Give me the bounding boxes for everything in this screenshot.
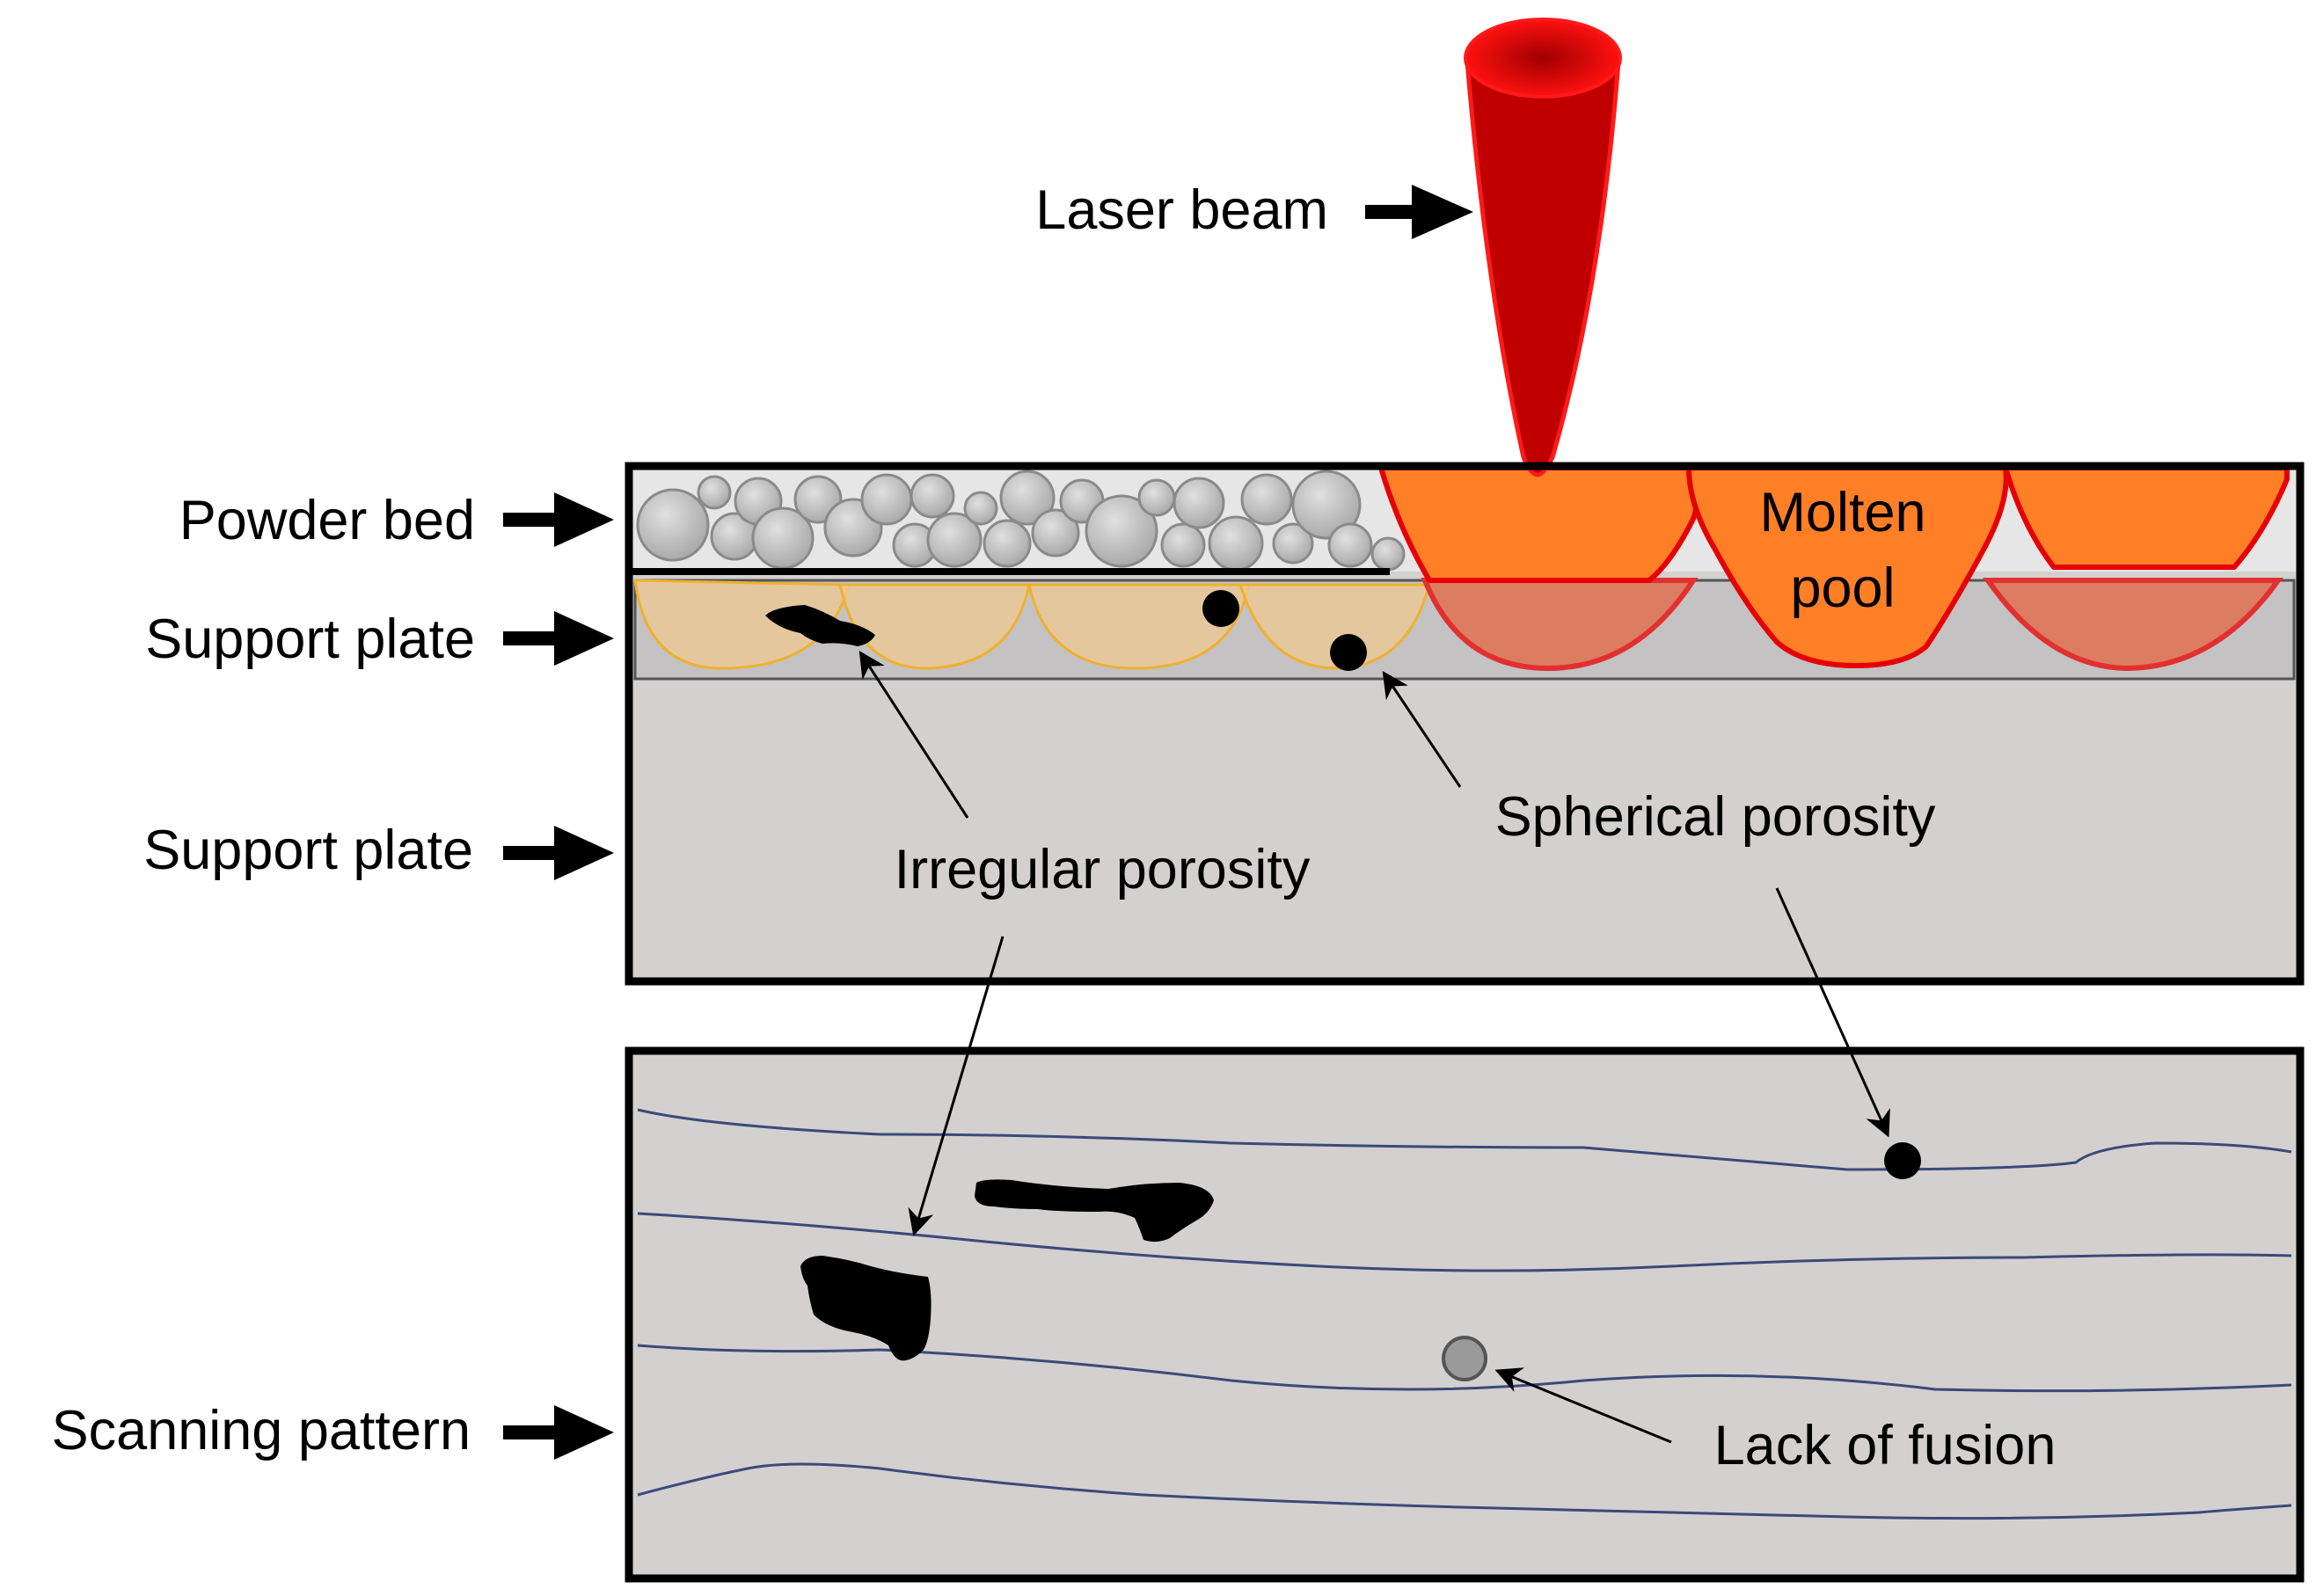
label-scanning-pattern: Scanning pattern bbox=[52, 1400, 471, 1461]
molten-pools bbox=[1378, 465, 2290, 668]
irregular-pore-top bbox=[765, 605, 875, 646]
arrow-spherical-top bbox=[1382, 671, 1462, 788]
label-support-plate-bottom: Support plate bbox=[143, 820, 473, 881]
arrow-powder-bed bbox=[503, 492, 614, 547]
irregular-pore-bottom-1 bbox=[975, 1179, 1214, 1243]
cross-section-frame bbox=[625, 462, 2305, 986]
solidified-tracks bbox=[633, 579, 1431, 670]
laser-beam-top bbox=[1464, 18, 1622, 98]
label-irregular-porosity: Irregular porosity bbox=[895, 839, 1311, 900]
cross-section-panel bbox=[625, 18, 2305, 986]
arrow-irregular-bottom bbox=[908, 936, 1005, 1236]
arrow-support-plate-bottom bbox=[503, 826, 614, 880]
laser-beam bbox=[1464, 18, 1622, 477]
molten-tracks-lower bbox=[1421, 578, 2283, 672]
label-spherical-porosity: Spherical porosity bbox=[1495, 786, 1936, 848]
label-laser-beam: Laser beam bbox=[1035, 179, 1328, 241]
label-support-plate-top: Support plate bbox=[145, 609, 475, 670]
irregular-pore-bottom-2 bbox=[800, 1256, 932, 1361]
label-molten-pool-2: pool bbox=[1790, 558, 1895, 619]
arrow-laser-beam bbox=[1365, 185, 1473, 239]
spherical-pore-top-1 bbox=[1202, 590, 1239, 627]
arrow-irregular-top bbox=[858, 650, 969, 819]
lack-of-fusion-pore bbox=[1442, 1336, 1487, 1381]
arrow-spherical-bottom bbox=[1775, 887, 1890, 1138]
scanning-pattern-panel bbox=[625, 1046, 2305, 1583]
label-molten-pool-1: Molten bbox=[1759, 482, 1925, 543]
leader-arrows bbox=[858, 650, 1890, 1444]
spherical-pore-bottom bbox=[1884, 1142, 1921, 1179]
spherical-pore-top-2 bbox=[1330, 634, 1367, 671]
arrow-scanning-pattern bbox=[503, 1405, 614, 1460]
arrow-lack-of-fusion bbox=[1494, 1367, 1672, 1444]
molten-pool-center bbox=[1686, 465, 2009, 668]
label-arrows bbox=[503, 185, 1473, 1460]
label-powder-bed: Powder bed bbox=[179, 490, 475, 551]
text-labels: Laser beam Powder bed Support plate Supp… bbox=[52, 179, 2057, 1476]
label-lack-of-fusion: Lack of fusion bbox=[1714, 1415, 2057, 1476]
powder-particles bbox=[636, 470, 1406, 572]
arrow-support-plate-top bbox=[503, 611, 614, 666]
